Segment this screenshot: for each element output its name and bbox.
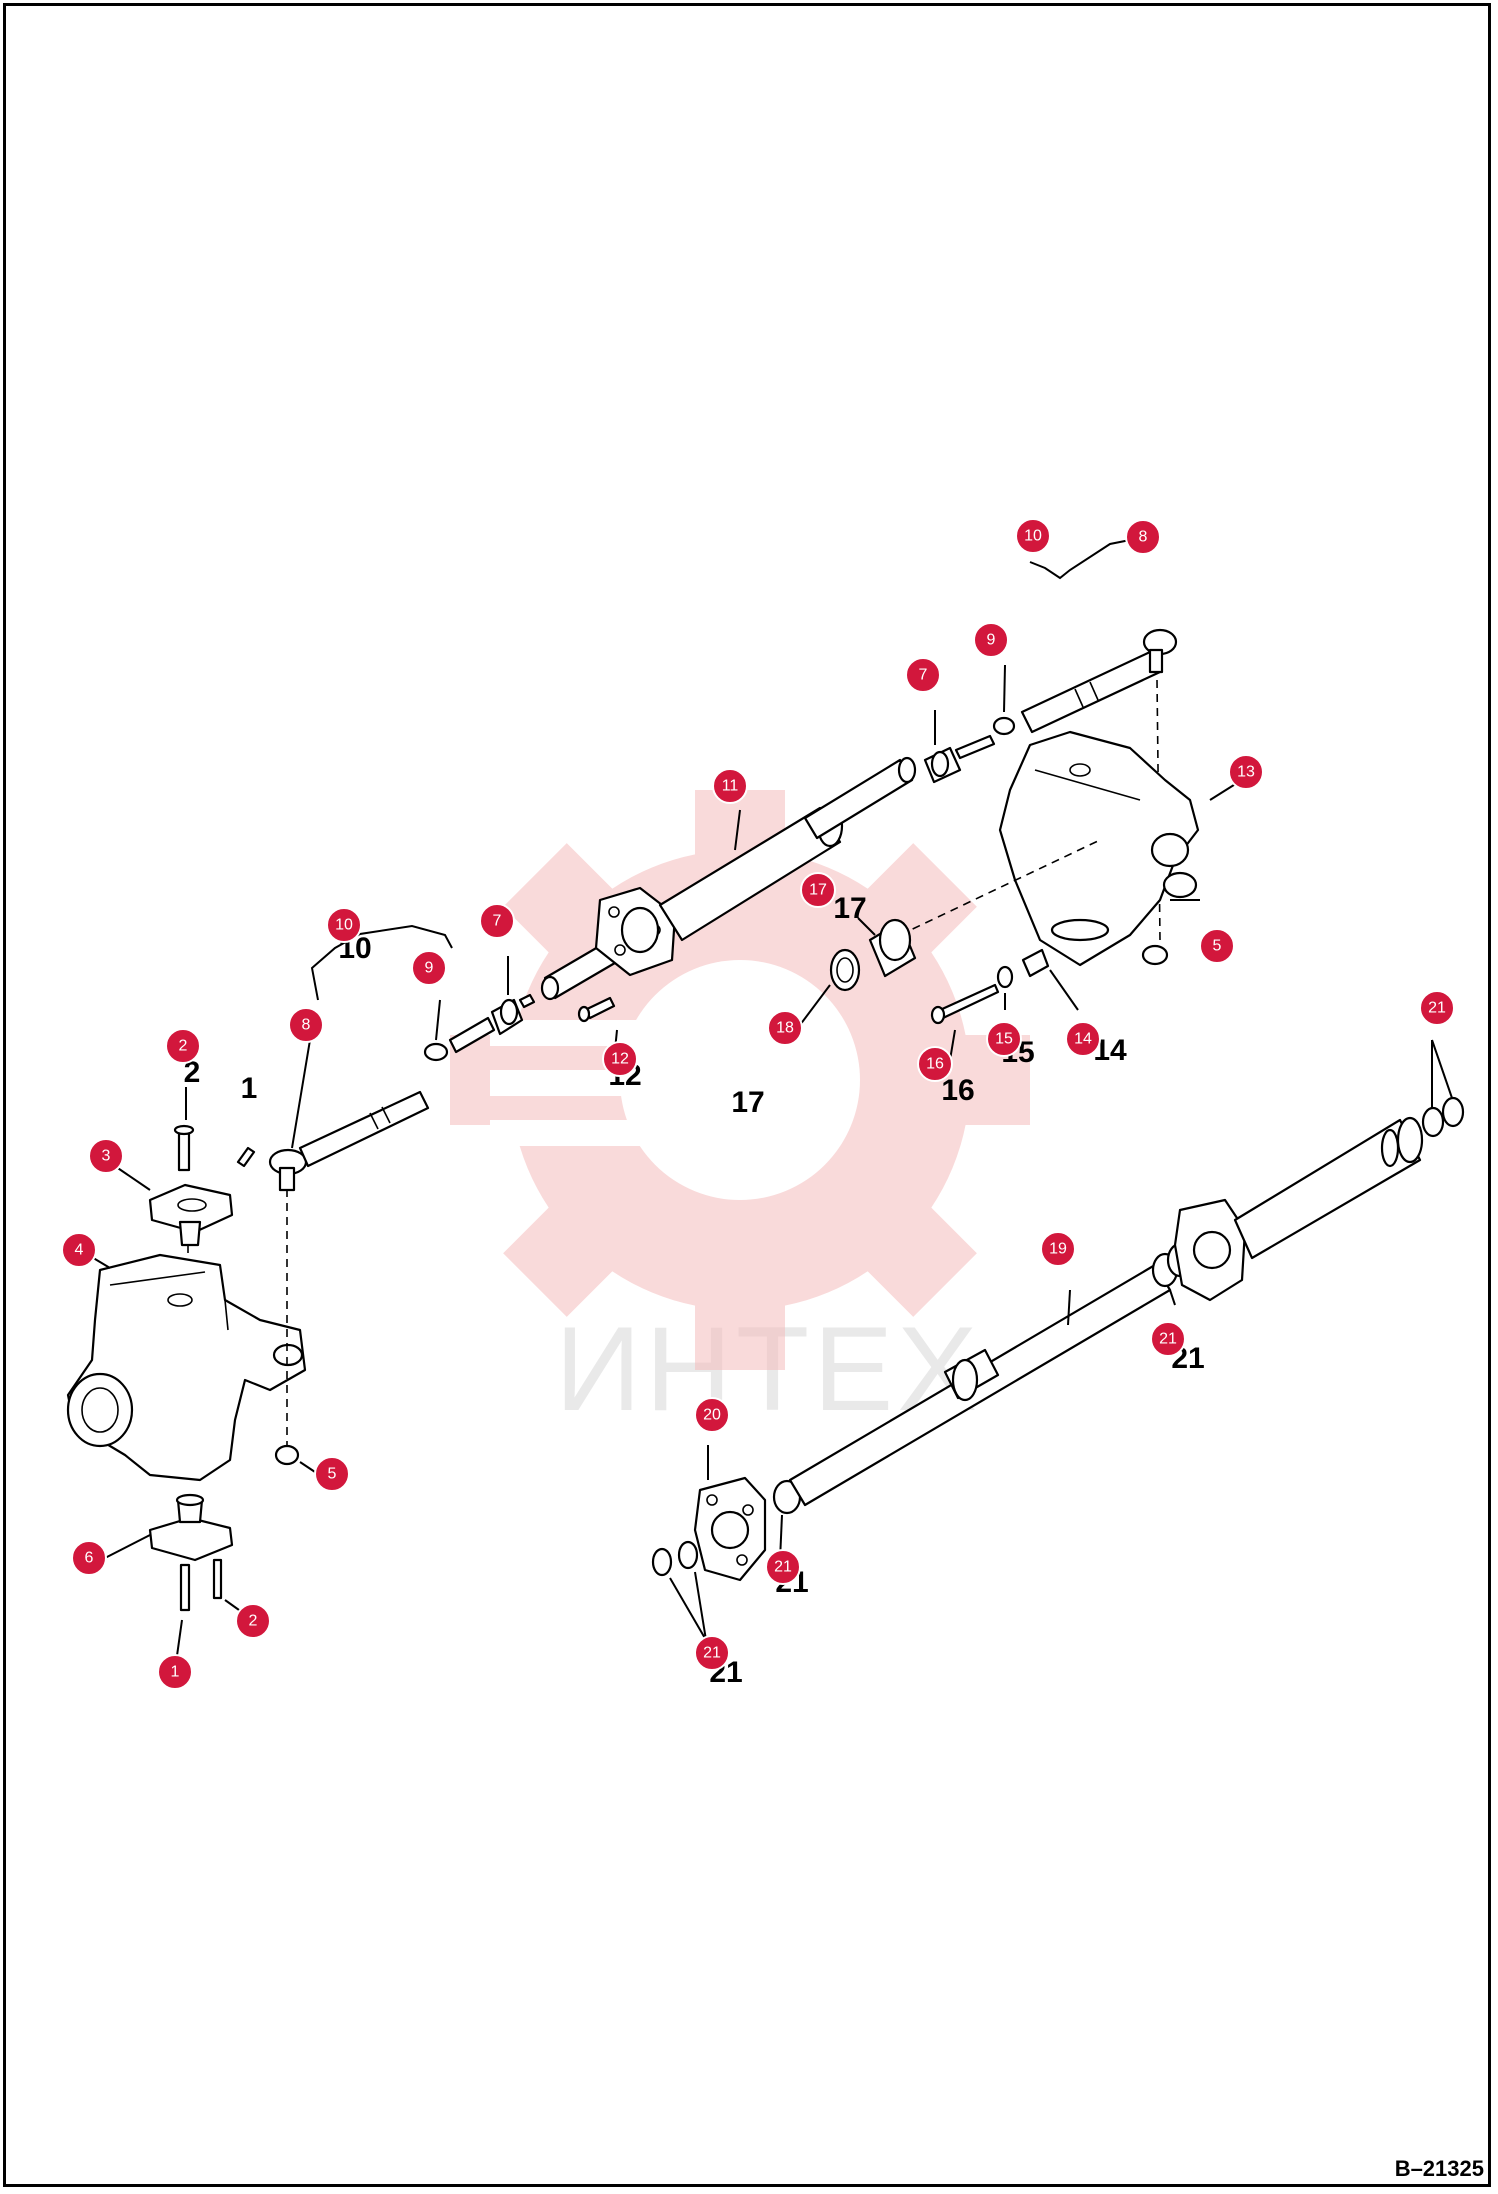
svg-text:7: 7 — [919, 667, 928, 684]
svg-text:12: 12 — [611, 1051, 629, 1068]
callout-6: 6 — [71, 1540, 107, 1576]
printed-label-17-center: 17 — [731, 1086, 764, 1119]
callout-14: 14 — [1065, 1021, 1101, 1057]
svg-text:9: 9 — [987, 632, 996, 649]
callout-18: 18 — [767, 1010, 803, 1046]
drive-shaft-assembly — [651, 1096, 1465, 1582]
callout-5-right: 5 — [1199, 928, 1235, 964]
printed-label-1: 1 — [241, 1072, 258, 1105]
svg-text:19: 19 — [1049, 1241, 1067, 1258]
svg-text:8: 8 — [302, 1017, 311, 1034]
svg-text:15: 15 — [995, 1031, 1013, 1048]
callout-7-left: 7 — [479, 903, 515, 939]
svg-text:2: 2 — [249, 1613, 258, 1630]
right-knuckle — [998, 730, 1200, 967]
svg-text:3: 3 — [102, 1148, 111, 1165]
callout-5-left: 5 — [314, 1456, 350, 1492]
callout-13: 13 — [1228, 754, 1264, 790]
svg-text:21: 21 — [774, 1559, 792, 1576]
svg-text:16: 16 — [926, 1056, 944, 1073]
callout-10-right: 10 — [1015, 518, 1051, 554]
callout-12: 12 — [602, 1041, 638, 1077]
callout-7-right: 7 — [905, 657, 941, 693]
svg-text:13: 13 — [1237, 764, 1255, 781]
printed-label-16: 16 — [941, 1074, 974, 1107]
callouts: 1 2 2 3 4 5 5 6 7 7 8 8 9 9 10 10 11 12 … — [61, 518, 1455, 1690]
svg-text:21: 21 — [703, 1645, 721, 1662]
drawing-reference-number: B–21325 — [1394, 2156, 1484, 2181]
svg-text:18: 18 — [776, 1020, 794, 1037]
svg-text:4: 4 — [75, 1242, 84, 1259]
printed-label-2: 2 — [184, 1056, 201, 1089]
callout-21-d: 21 — [694, 1635, 730, 1671]
leader-lines — [79, 539, 1453, 1671]
callout-21-a: 21 — [1419, 990, 1455, 1026]
callout-1-lower: 1 — [157, 1654, 193, 1690]
steering-cylinder — [540, 734, 996, 1023]
svg-text:7: 7 — [493, 913, 502, 930]
callout-3: 3 — [88, 1138, 124, 1174]
svg-text:10: 10 — [1024, 528, 1042, 545]
watermark-gear-icon — [450, 790, 1030, 1370]
svg-text:21: 21 — [1159, 1331, 1177, 1348]
svg-text:10: 10 — [335, 917, 353, 934]
svg-text:1: 1 — [171, 1664, 180, 1681]
svg-text:8: 8 — [1139, 529, 1148, 546]
right-tie-rod — [992, 628, 1178, 941]
callout-8-left: 8 — [288, 1007, 324, 1043]
callout-10-left: 10 — [326, 907, 362, 943]
svg-text:11: 11 — [722, 778, 739, 795]
svg-text:5: 5 — [1213, 938, 1222, 955]
svg-text:5: 5 — [328, 1466, 337, 1483]
callout-20: 20 — [694, 1397, 730, 1433]
left-tie-rod — [298, 993, 536, 1168]
svg-text:14: 14 — [1074, 1031, 1092, 1048]
callout-9-right: 9 — [973, 622, 1009, 658]
svg-text:17: 17 — [809, 882, 827, 899]
left-knuckle-assembly — [66, 1124, 308, 1612]
callout-2-bottom: 2 — [235, 1603, 271, 1639]
callout-9-left: 9 — [411, 950, 447, 986]
svg-text:20: 20 — [703, 1407, 721, 1424]
callout-19: 19 — [1040, 1231, 1076, 1267]
callout-2-top: 2 — [165, 1028, 201, 1064]
callout-8-right: 8 — [1125, 519, 1161, 555]
svg-text:6: 6 — [85, 1550, 94, 1567]
callout-16: 16 — [917, 1046, 953, 1082]
svg-text:9: 9 — [425, 960, 434, 977]
callout-21-c: 21 — [765, 1549, 801, 1585]
printed-label-17-upper: 17 — [833, 892, 866, 925]
callout-4: 4 — [61, 1232, 97, 1268]
svg-text:21: 21 — [1428, 1000, 1446, 1017]
pivot-parts — [829, 839, 1101, 1025]
callout-11: 11 — [712, 768, 748, 804]
callout-21-b: 21 — [1150, 1321, 1186, 1357]
svg-text:2: 2 — [179, 1038, 188, 1055]
callout-17: 17 — [800, 872, 836, 908]
callout-15: 15 — [986, 1021, 1022, 1057]
